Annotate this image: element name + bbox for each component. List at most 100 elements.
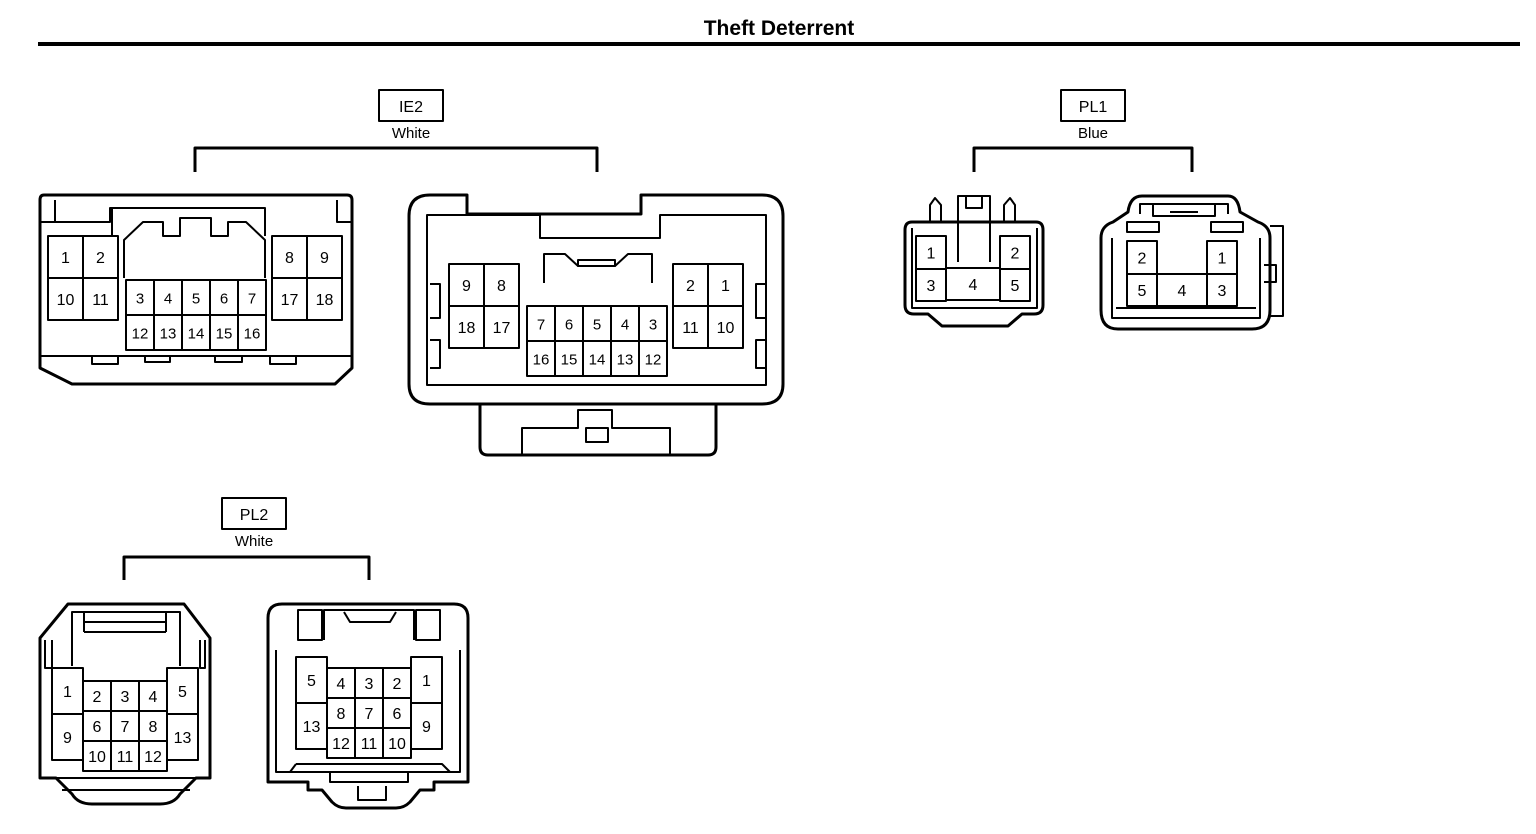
pin-cavity (1206, 273, 1238, 307)
pin-number: 2 (1138, 251, 1147, 268)
pin-cavity (999, 235, 1031, 270)
pin-number: 6 (393, 706, 402, 723)
pin-number: 5 (178, 684, 187, 701)
pin-cavity (410, 702, 443, 750)
pin-number: 12 (144, 749, 162, 766)
pin-number: 6 (93, 719, 102, 736)
pin-number: 4 (164, 291, 172, 308)
pl2-right-housing (266, 602, 470, 810)
pin-number: 1 (61, 250, 70, 267)
pin-number: 1 (1218, 251, 1227, 268)
pin-number: 6 (565, 317, 573, 334)
pin-number: 7 (248, 291, 256, 308)
pin-number: 12 (645, 352, 662, 369)
pin-cavity (181, 314, 211, 351)
pin-cavity (306, 277, 343, 321)
pin-number: 3 (927, 278, 936, 295)
pin-number: 13 (160, 326, 177, 343)
pl1-color: Blue (1078, 125, 1108, 142)
pin-number: 11 (361, 736, 378, 753)
pin-number: 14 (589, 352, 606, 369)
pin-cavity (707, 305, 744, 349)
pin-number: 8 (337, 706, 346, 723)
pin-number: 2 (393, 676, 402, 693)
pin-cavity (382, 697, 412, 729)
pin-cavity (295, 702, 328, 750)
pin-number: 13 (174, 730, 192, 747)
pin-number: 13 (617, 352, 634, 369)
ie2-bracket (193, 146, 599, 172)
pin-number: 7 (121, 719, 130, 736)
pin-number: 16 (533, 352, 550, 369)
pin-cavity (707, 263, 744, 307)
pin-cavity (138, 680, 168, 712)
pl2-label-box (221, 497, 287, 530)
pin-cavity (138, 740, 168, 772)
pin-cavity (915, 235, 947, 270)
pin-cavity (582, 340, 612, 377)
pin-number: 2 (96, 250, 105, 267)
pin-number: 15 (216, 326, 233, 343)
pin-number: 1 (721, 278, 730, 295)
pin-number: 3 (121, 689, 130, 706)
pin-number: 9 (320, 250, 329, 267)
pin-number: 13 (303, 719, 321, 736)
pin-cavity (110, 680, 140, 712)
pin-number: 1 (422, 673, 431, 690)
pin-number: 10 (57, 292, 75, 309)
pin-number: 3 (365, 676, 374, 693)
pin-number: 11 (682, 320, 699, 337)
pin-number: 18 (458, 320, 476, 337)
pin-cavity (82, 277, 119, 321)
ie2-right-housing (407, 193, 785, 457)
pin-cavity (1206, 240, 1238, 275)
pin-number: 5 (593, 317, 601, 334)
pl2-bracket (122, 555, 371, 580)
pin-cavity (999, 268, 1031, 302)
pl1-label-box (1060, 89, 1126, 122)
pin-number: 17 (493, 320, 511, 337)
pin-cavity (354, 697, 384, 729)
pin-number: 7 (537, 317, 545, 334)
pin-cavity (638, 305, 668, 342)
pin-number: 5 (192, 291, 200, 308)
pin-number: 6 (220, 291, 228, 308)
pin-number: 3 (649, 317, 657, 334)
pin-cavity (326, 727, 356, 759)
pin-number: 1 (63, 684, 72, 701)
pin-cavity (410, 656, 443, 704)
pl2-color: White (235, 533, 273, 550)
pin-number: 2 (686, 278, 695, 295)
pin-number: 4 (337, 676, 346, 693)
pin-cavity (209, 314, 239, 351)
pin-number: 4 (1178, 283, 1187, 300)
pl1-bracket (972, 146, 1194, 172)
pin-number: 9 (422, 719, 431, 736)
pin-number: 1 (927, 246, 936, 263)
pin-number: 18 (316, 292, 334, 309)
pin-cavity (82, 740, 112, 772)
ie2-name: IE2 (399, 99, 423, 116)
pin-number: 12 (132, 326, 149, 343)
pin-number: 10 (388, 736, 406, 753)
pin-number: 9 (462, 278, 471, 295)
title-rule (38, 42, 1520, 46)
pin-number: 9 (63, 730, 72, 747)
pin-cavity (237, 314, 267, 351)
pin-cavity (638, 340, 668, 377)
pin-cavity (1156, 273, 1208, 307)
pin-number: 14 (188, 326, 205, 343)
pin-number: 4 (149, 689, 158, 706)
pin-number: 3 (136, 291, 144, 308)
pin-number: 12 (332, 736, 350, 753)
pin-number: 3 (1218, 283, 1227, 300)
